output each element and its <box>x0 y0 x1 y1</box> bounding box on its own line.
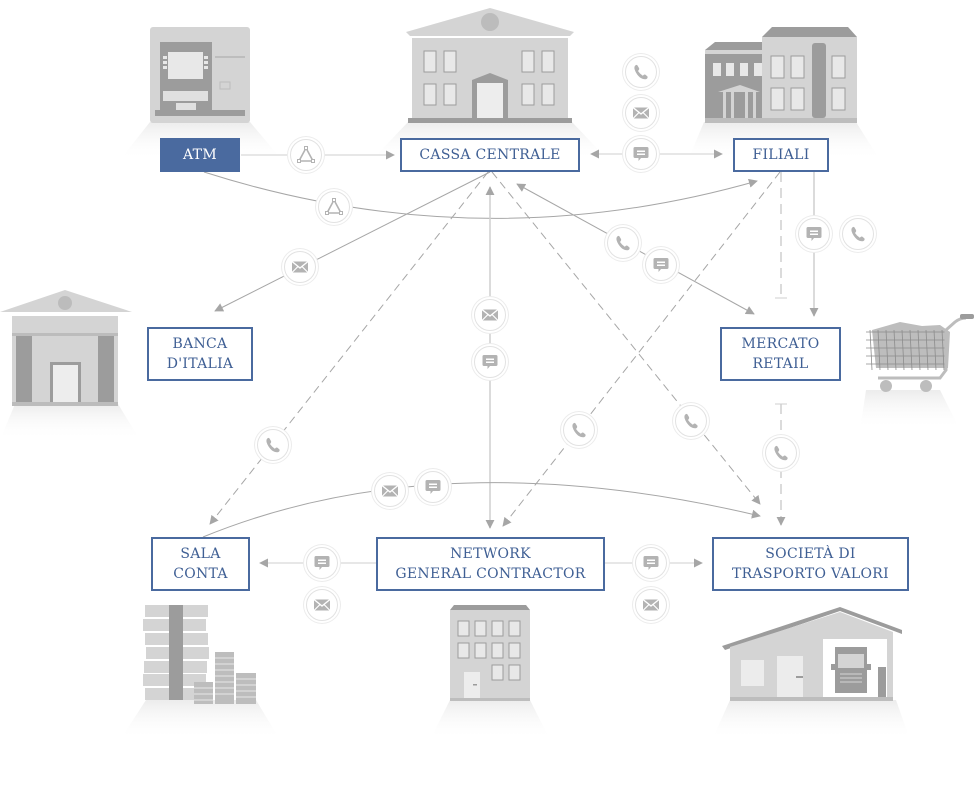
edge-sala-trasporto <box>202 482 761 538</box>
edge-atm-filiali <box>203 171 758 219</box>
chat-icon <box>474 346 506 378</box>
network-triangle-icon <box>290 139 322 171</box>
chat-icon <box>625 138 657 170</box>
phone-icon <box>675 405 707 437</box>
mail-icon <box>625 97 657 129</box>
node-network-general-contractor[interactable]: NETWORK GENERAL CONTRACTOR <box>376 537 605 591</box>
phone-icon <box>625 56 657 88</box>
shopping-cart-illustration <box>860 314 974 430</box>
node-sala-conta[interactable]: SALA CONTA <box>151 537 250 591</box>
money-stacks-illustration <box>120 605 280 740</box>
phone-icon <box>257 429 289 461</box>
node-network-line2: GENERAL CONTRACTOR <box>395 566 586 582</box>
node-sala-conta-line1: SALA <box>180 546 221 562</box>
phone-icon <box>765 437 797 469</box>
node-banca-italia-line1: BANCA <box>172 336 228 352</box>
edge-cassa-trasporto <box>491 171 761 505</box>
mail-icon <box>474 299 506 331</box>
mail-icon <box>374 475 406 507</box>
node-mercato-retail-line1: MERCATO <box>741 336 820 352</box>
warehouse-truck-illustration <box>712 607 910 740</box>
edge-filiali-network <box>502 171 781 527</box>
edge-cassa-banca <box>214 171 491 312</box>
node-mercato-retail-line2: RETAIL <box>752 356 809 372</box>
banca-italia-illustration <box>0 290 140 440</box>
node-societa-trasporto-valori[interactable]: SOCIETÀ DI TRASPORTO VALORI <box>712 537 909 591</box>
node-trasporto-line2: TRASPORTO VALORI <box>732 566 889 582</box>
chat-icon <box>417 471 449 503</box>
node-atm[interactable]: ATM <box>160 138 240 172</box>
node-sala-conta-line2: CONTA <box>173 566 228 582</box>
mail-icon <box>635 589 667 621</box>
node-atm-label: ATM <box>183 147 217 163</box>
node-mercato-retail[interactable]: MERCATO RETAIL <box>720 327 841 381</box>
chat-icon <box>645 249 677 281</box>
phone-icon <box>563 414 595 446</box>
mail-icon <box>306 589 338 621</box>
chat-icon <box>798 218 830 250</box>
node-network-line1: NETWORK <box>450 546 531 562</box>
phone-icon <box>842 218 874 250</box>
network-building-illustration <box>430 605 550 740</box>
chat-icon <box>306 547 338 579</box>
node-trasporto-line1: SOCIETÀ DI <box>765 546 856 562</box>
node-banca-italia[interactable]: BANCA D'ITALIA <box>147 327 253 381</box>
node-filiali-label: FILIALI <box>752 147 810 163</box>
node-filiali[interactable]: FILIALI <box>733 138 829 172</box>
node-cassa-centrale-label: CASSA CENTRALE <box>419 147 561 163</box>
node-banca-italia-line2: D'ITALIA <box>166 356 234 372</box>
edge-cassa-sala <box>209 171 489 525</box>
node-cassa-centrale[interactable]: CASSA CENTRALE <box>400 138 580 172</box>
mail-icon <box>284 251 316 283</box>
phone-icon <box>607 227 639 259</box>
chat-icon <box>635 547 667 579</box>
network-triangle-icon <box>318 191 350 223</box>
